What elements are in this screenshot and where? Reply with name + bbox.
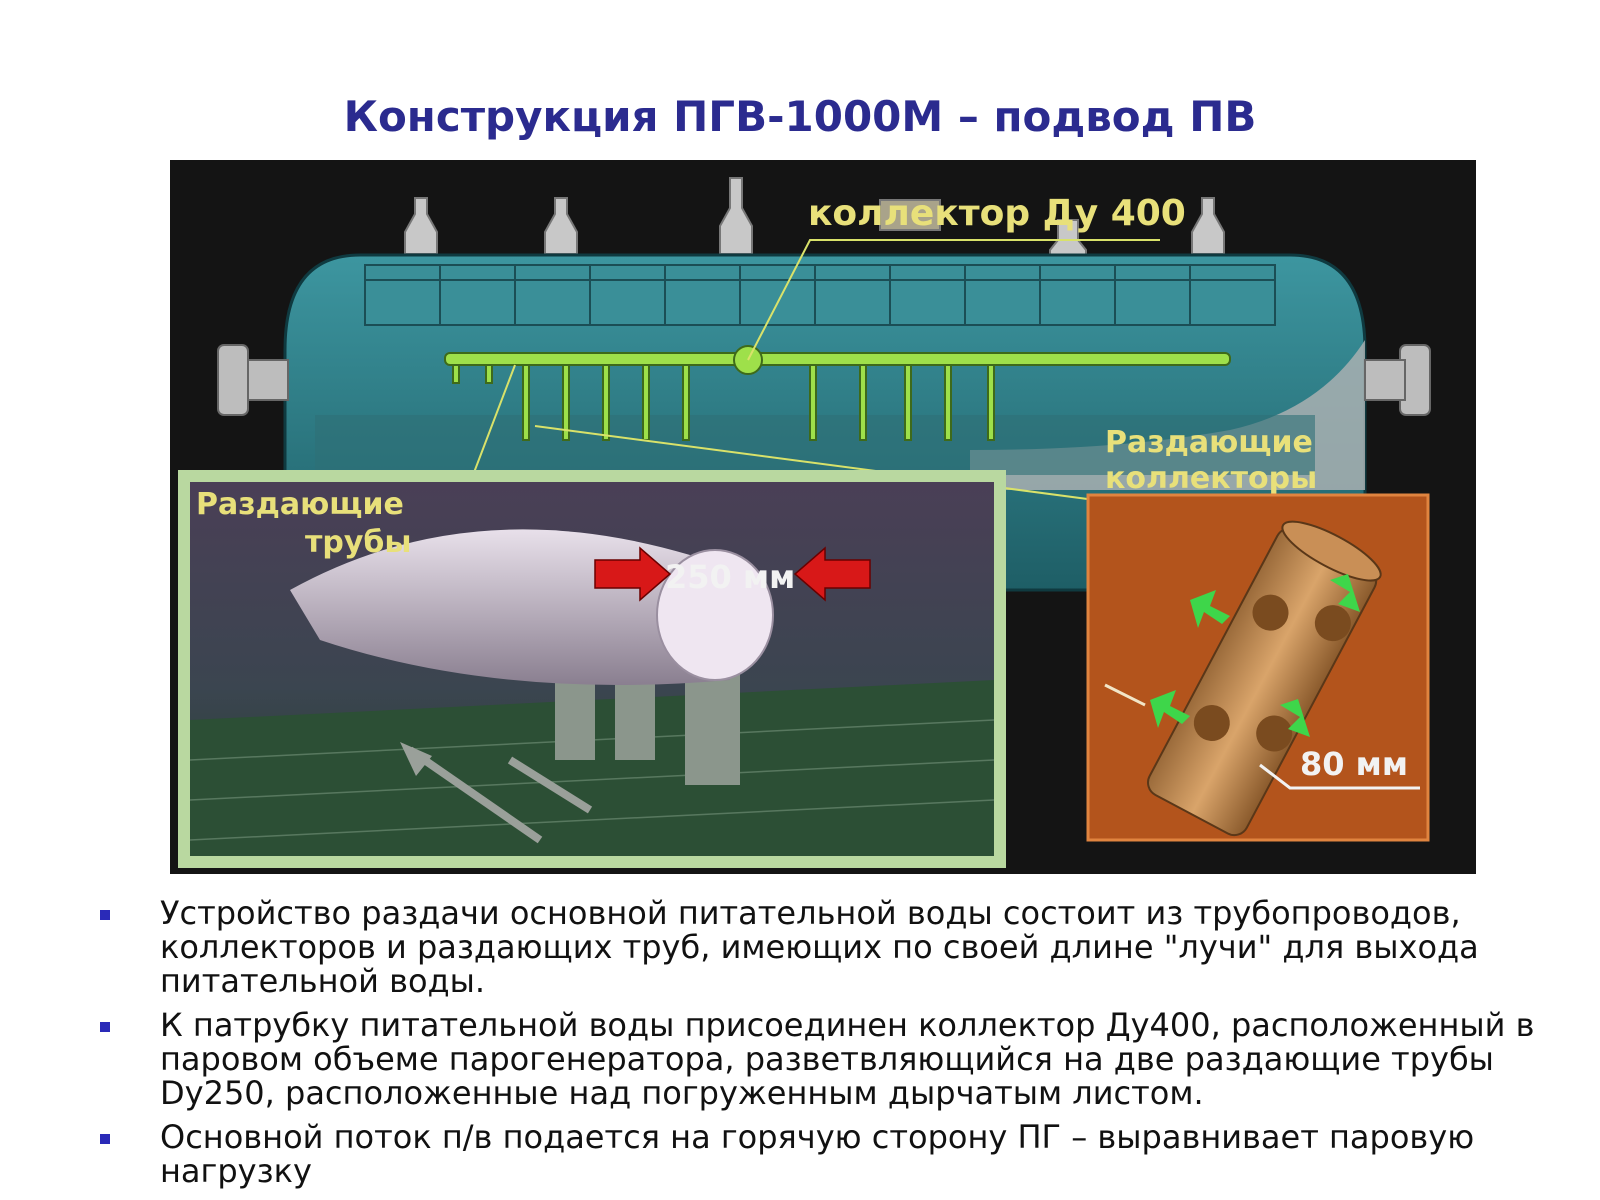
hole-size-label: 80 мм [1300,745,1408,783]
collector-du400 [444,345,1231,441]
distributing-pipes-label-line2: трубы [305,525,412,560]
separator-panels [364,264,1276,326]
collector-detail-panel [1086,493,1430,842]
steam-generator-diagram: коллектор Ду 400 Раздающие коллекторы [178,177,1431,868]
distributing-collectors-label-line2: коллекторы [1105,461,1317,496]
collector-label: коллектор Ду 400 [808,193,1186,234]
bullet-item: Основной поток п/в подается на горячую с… [100,1120,1540,1188]
bullet-marker [100,1134,110,1144]
bullet-text: Устройство раздачи основной питательной … [160,894,1479,1000]
steam-generator-illustration: коллектор Ду 400 Раздающие коллекторы [170,160,1476,874]
bullet-text: Основной поток п/в подается на горячую с… [160,1118,1475,1190]
bullet-item: Устройство раздачи основной питательной … [100,896,1540,998]
distributing-collectors-label-line1: Раздающие [1105,425,1313,460]
bullet-list: Устройство раздачи основной питательной … [100,896,1540,1198]
bullet-marker [100,910,110,920]
pipe-closeup-inset [178,470,1006,868]
bullet-item: К патрубку питательной воды присоединен … [100,1008,1540,1110]
pipe-diameter-label: 250 мм [665,558,795,596]
distributing-pipes-label-line1: Раздающие [196,487,404,522]
slide-title: Конструкция ПГВ-1000М – подвод ПВ [343,92,1257,141]
end-nozzles [217,344,1431,416]
bullet-marker [100,1022,110,1032]
bullet-text: К патрубку питательной воды присоединен … [160,1006,1535,1112]
